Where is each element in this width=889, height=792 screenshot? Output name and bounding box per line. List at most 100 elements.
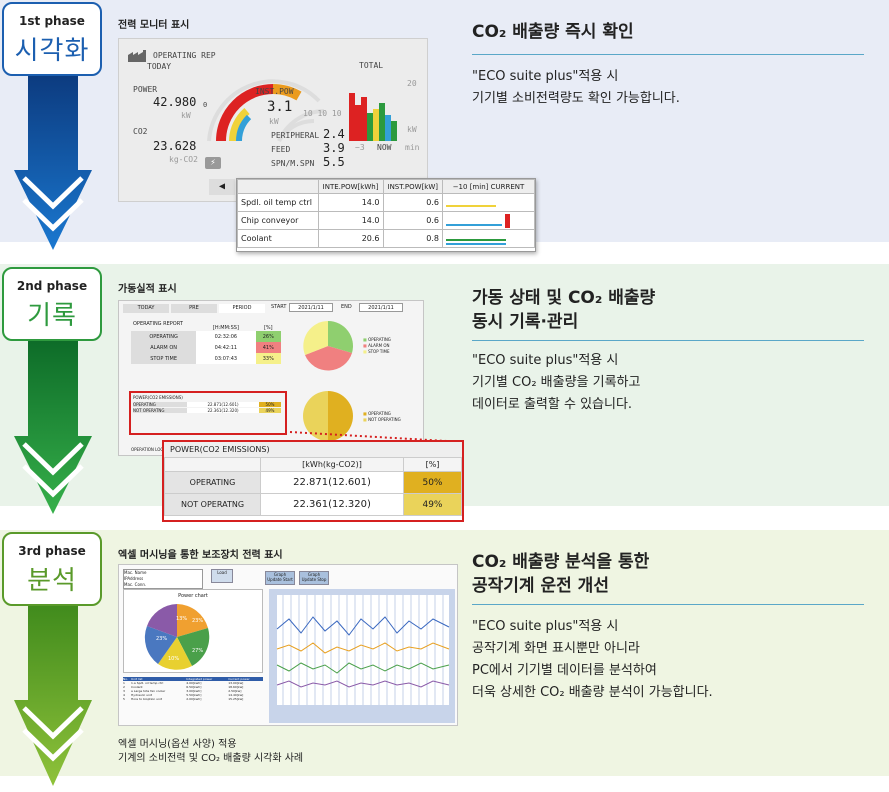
- row-percent: 49%: [403, 493, 462, 516]
- divider: [472, 54, 864, 55]
- chart-title: Power chart: [178, 593, 208, 599]
- spn-label: SPN/M.SPN: [271, 159, 315, 168]
- table-row: Coolant 20.6 0.8: [237, 229, 535, 248]
- row-value: 22.361(12.320): [260, 493, 404, 516]
- section1-heading: CO₂ 배출량 즉시 확인: [472, 22, 634, 42]
- today-label: TODAY: [147, 62, 172, 71]
- tab-period[interactable]: PERIOD: [219, 304, 265, 313]
- col-header: INTE.POW[kWh]: [317, 179, 384, 194]
- phase-badge-3: 3rd phase 분석: [2, 532, 102, 606]
- gauge-scale: 10 10 10: [303, 109, 342, 118]
- section3-description: "ECO suite plus"적용 시 공작기계 화면 표시뿐만 아니라 PC…: [472, 619, 713, 700]
- divider: [472, 340, 864, 341]
- row-label: OPERATING: [164, 471, 261, 494]
- phase-title: 시각화: [14, 36, 90, 66]
- emission-title: POWER(CO2 EMISSIONS): [164, 442, 462, 457]
- emission-pie-chart: [303, 391, 353, 441]
- section1-description: "ECO suite plus"적용 시 기기별 소비전력량도 확인 가능합니다…: [472, 69, 680, 106]
- figure-caption: 엑셀 머시닝(옵션 사양) 적용 기계의 소비전력 및 CO₂ 배출량 시각화 …: [118, 739, 304, 764]
- phase-label: 2nd phase: [16, 279, 88, 293]
- inst-power-gauge: [207, 79, 325, 143]
- power-value: 42.980: [153, 95, 197, 109]
- col-header: [kWh(kg-CO2)]: [260, 457, 404, 472]
- power-unit: kW: [181, 111, 191, 120]
- co2-label: CO2: [133, 127, 148, 136]
- start-label: START: [271, 304, 287, 310]
- min-label: min: [405, 143, 420, 152]
- feed-value: 3.9: [323, 141, 345, 155]
- total-min: −3: [355, 143, 365, 152]
- power-monitor-screen: OPERATING REP TODAY POWER 42.980 kW CO2 …: [118, 38, 428, 202]
- scroll-left-button[interactable]: ◀: [209, 179, 235, 195]
- power-button-icon[interactable]: ⚡: [205, 157, 221, 169]
- gauge-zero: 0: [203, 101, 208, 109]
- power-trend-chart: [269, 589, 455, 723]
- graph-start-button[interactable]: Graph Update Start: [265, 571, 295, 585]
- total-bar-chart: [349, 93, 397, 141]
- operation-record-screen: TODAY PRE PERIOD START 2021/1/11 END 202…: [118, 300, 424, 456]
- section2-description: "ECO suite plus"적용 시 기기별 CO₂ 배출량을 기록하고 데…: [472, 353, 641, 412]
- power-pie-chart: 13% 23% 23% 27% 10%: [144, 604, 210, 670]
- tab-pre[interactable]: PRE: [171, 304, 217, 313]
- row-label: NOT OPERATNG: [164, 493, 261, 516]
- table-row: NOT OPERATNG 22.361(12.320) 49%: [164, 493, 462, 516]
- factory-icon: [128, 50, 146, 62]
- peripheral-value: 2.4: [323, 127, 345, 141]
- pie-label: 27%: [192, 648, 203, 654]
- co2-value: 23.628: [153, 139, 197, 153]
- total-label: TOTAL: [359, 61, 384, 70]
- inst-pow-value: 3.1: [267, 99, 293, 115]
- load-button[interactable]: Load: [211, 569, 233, 583]
- end-label: END: [341, 304, 352, 310]
- section2-heading: 가동 상태 및 CO₂ 배출량 동시 기록·관리: [472, 288, 656, 332]
- total-kw: kW: [407, 125, 417, 134]
- divider: [472, 604, 864, 605]
- phase-title: 기록: [27, 301, 77, 331]
- inst-pow-label: INST.POW: [255, 87, 294, 96]
- col-header: INST.POW[kW]: [382, 179, 444, 194]
- pie-label: 10%: [168, 656, 179, 662]
- power-label: POWER: [133, 85, 158, 94]
- phase-title: 분석: [27, 566, 77, 596]
- col-header: CURRENT: [490, 182, 525, 191]
- end-date-field[interactable]: 2021/1/11: [359, 303, 403, 312]
- unit-power-table: INTE.POW[kWh] INST.POW[kW] −10 [min] CUR…: [236, 178, 536, 252]
- phase-label: 1st phase: [19, 14, 85, 28]
- inst-pow: 0.8: [382, 229, 444, 248]
- pie-legend: ■ OPERATING ■ ALARM ON ■ STOP TIME: [363, 337, 391, 354]
- graph-stop-button[interactable]: Graph Update Stop: [299, 571, 329, 585]
- operating-pie-chart: [303, 321, 353, 371]
- operation-log-label: OPERATION LOG: [131, 447, 164, 452]
- mini-trend: [442, 211, 535, 230]
- phase-flow-arrow: [14, 72, 92, 786]
- col-header: −10: [452, 182, 468, 191]
- co2-unit: kg-CO2: [169, 155, 198, 164]
- screen-title: 전력 모니터 표시: [118, 20, 190, 31]
- pie-label: 23%: [192, 618, 203, 624]
- row-value: 22.871(12.601): [260, 471, 404, 494]
- phase-badge-1: 1st phase 시각화: [2, 2, 102, 76]
- emission-zoom-table: POWER(CO2 EMISSIONS) [kWh(kg-CO2)][%] OP…: [162, 440, 464, 522]
- phase-badge-2: 2nd phase 기록: [2, 267, 102, 341]
- tab-today[interactable]: TODAY: [123, 304, 169, 313]
- peripheral-label: PERIPHERAL: [271, 131, 320, 140]
- inst-pow-unit: kW: [269, 117, 279, 126]
- emission-legend: ■ OPERATING ■ NOT OPERATING: [363, 411, 401, 422]
- mini-trend: [442, 229, 535, 248]
- spn-value: 5.5: [323, 155, 345, 169]
- screen-title: 가동실적 표시: [118, 284, 177, 295]
- row-percent: 50%: [403, 471, 462, 494]
- table-row: OPERATING 22.871(12.601) 50%: [164, 471, 462, 494]
- section3-heading: CO₂ 배출량 분석을 통한 공작기계 운전 개선: [472, 552, 650, 596]
- screen-title: 엑셀 머시닝을 통한 보조장치 전력 표시: [118, 550, 283, 561]
- start-date-field[interactable]: 2021/1/11: [289, 303, 333, 312]
